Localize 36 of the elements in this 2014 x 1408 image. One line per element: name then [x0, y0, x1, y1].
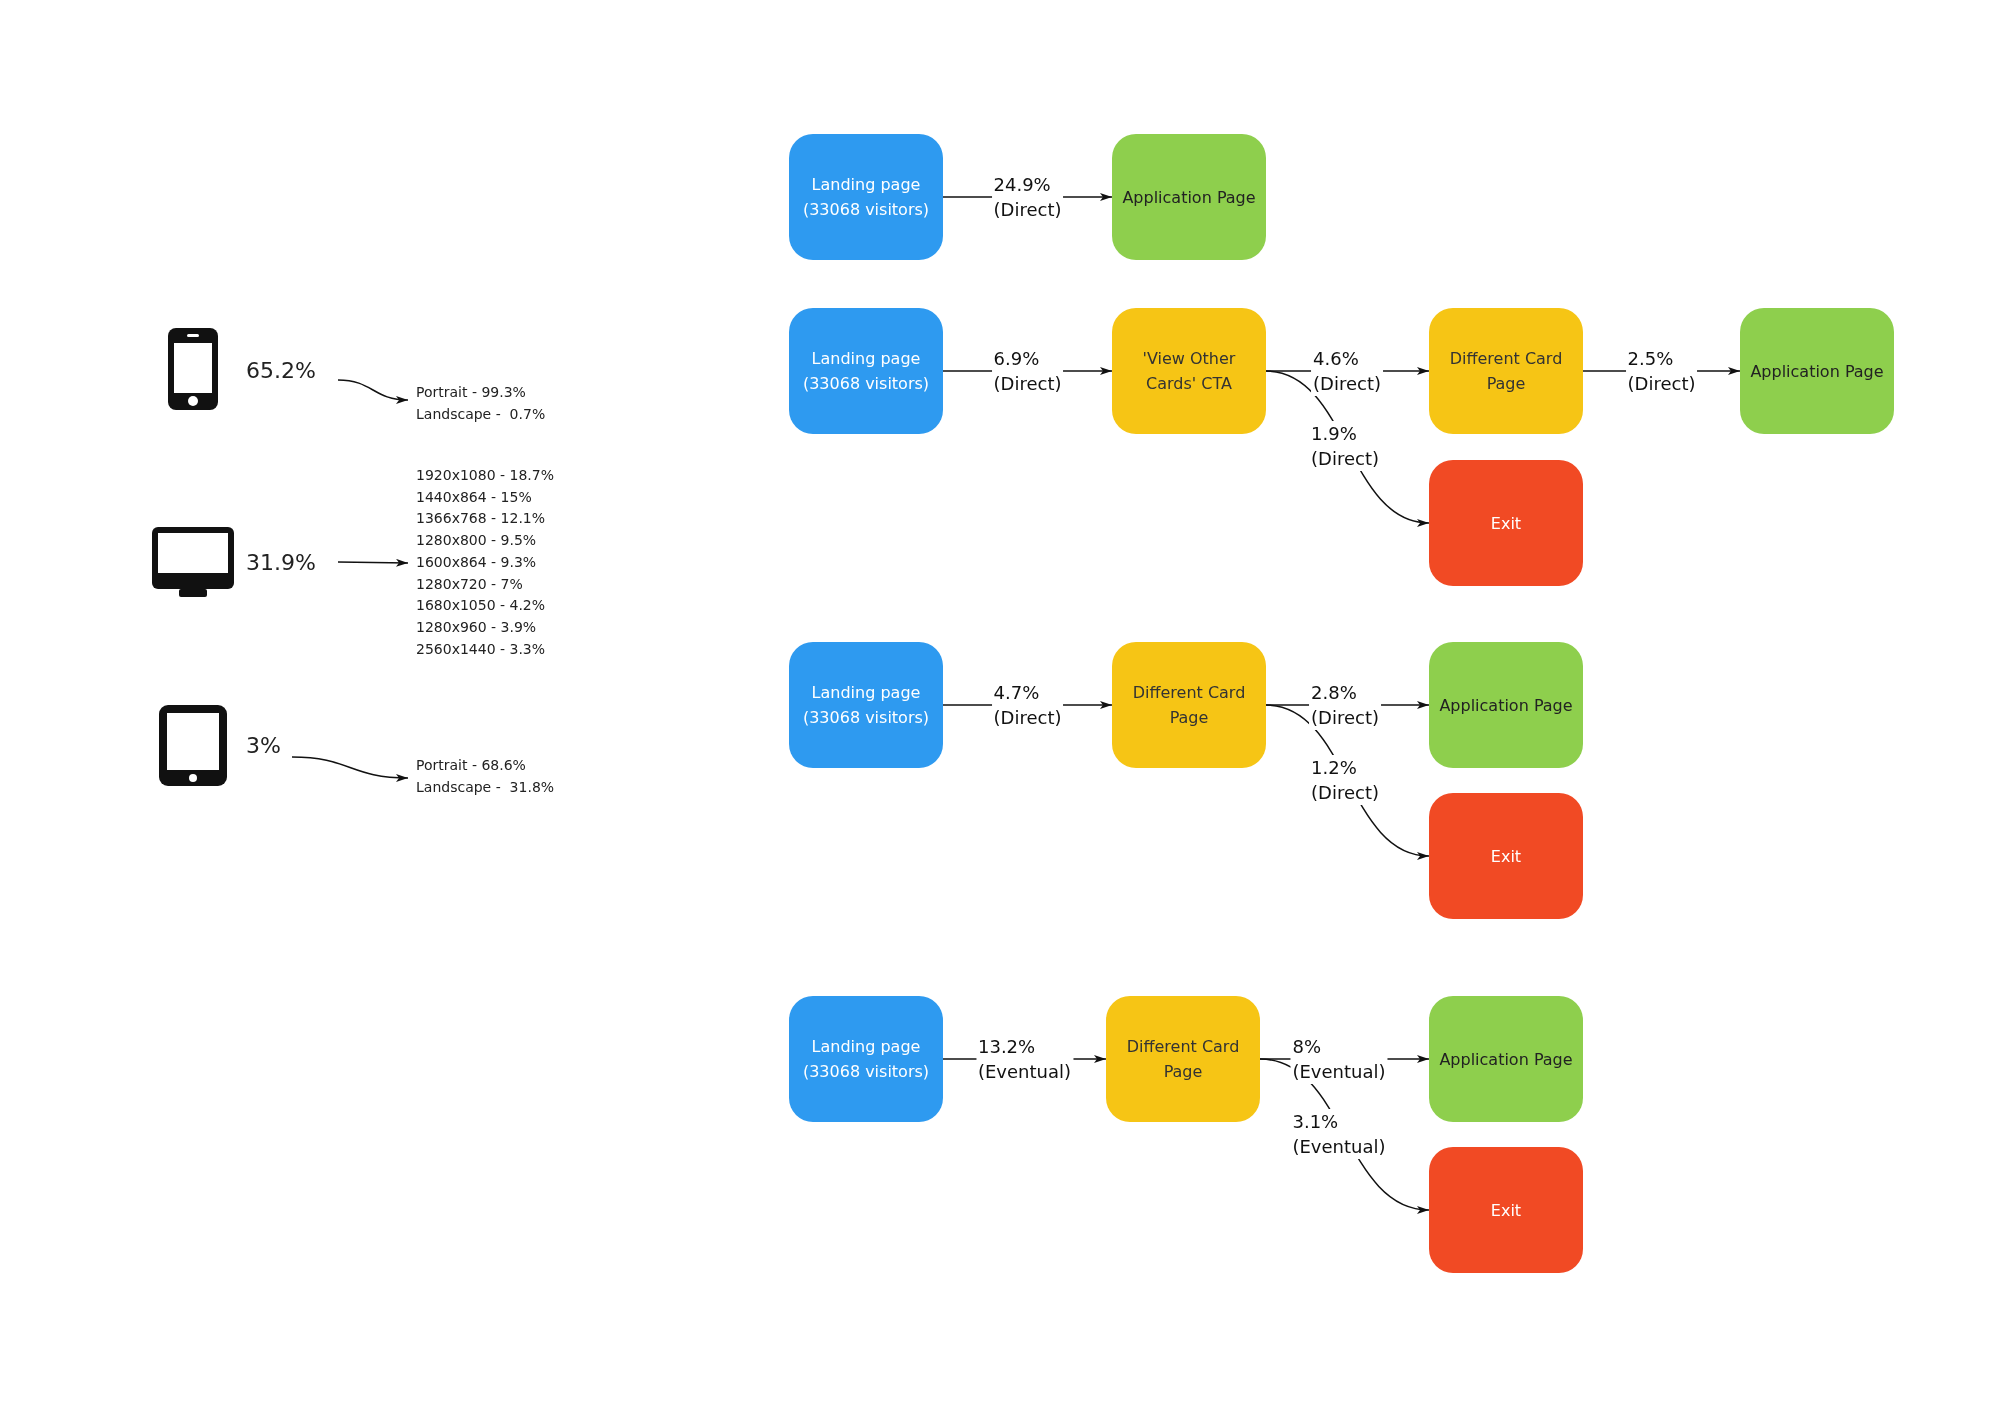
process-box: Application Page: [1429, 642, 1583, 768]
stat-text: Landscape - 0.7%: [416, 404, 547, 424]
stat-text: 2560x1440 - 3.3%: [416, 639, 547, 659]
stat-text: Portrait - 68.6%: [416, 756, 527, 775]
process-box: Application Page: [1740, 308, 1894, 434]
process-box: Landing page (33068 visitors): [789, 134, 943, 260]
stat-text: 1366x768 - 12.1%: [416, 509, 547, 529]
arrow: [337, 558, 409, 567]
stat-text: 1600x864 - 9.3%: [416, 552, 538, 572]
percentage-text: 65.2%: [246, 357, 316, 383]
process-box: Landing page (33068 visitors): [789, 642, 943, 768]
edge-label: 1.9% (Direct): [1309, 421, 1381, 471]
stat-text: 1920x1080 - 18.7%: [416, 466, 555, 485]
process-box: Landing page (33068 visitors): [789, 308, 943, 434]
process-box: Different Card Page: [1106, 996, 1260, 1122]
process-box: Different Card Page: [1112, 642, 1266, 768]
stat-text: 1280x960 - 3.9%: [416, 617, 538, 637]
process-box: Exit: [1429, 793, 1583, 919]
stat-text: Portrait - 99.3%: [416, 383, 527, 402]
stat-text: 1680x1050 - 4.2%: [416, 596, 547, 616]
stat-text: Landscape - 31.8%: [416, 777, 556, 797]
percentage-text: 31.9%: [246, 549, 316, 575]
process-box: Landing page (33068 visitors): [789, 996, 943, 1122]
process-box: Different Card Page: [1429, 308, 1583, 434]
stat-text: 1280x800 - 9.5%: [416, 531, 538, 551]
arrow: [337, 379, 409, 404]
arrow: [291, 756, 409, 782]
process-box: Application Page: [1429, 996, 1583, 1122]
process-box: Exit: [1429, 460, 1583, 586]
process-box: 'View Other Cards' CTA: [1112, 308, 1266, 434]
percentage-text: 3%: [246, 732, 281, 758]
process-box: Exit: [1429, 1147, 1583, 1273]
stat-text: 1280x720 - 7%: [416, 574, 524, 594]
edge-label: 1.2% (Direct): [1309, 755, 1381, 805]
process-box: Application Page: [1112, 134, 1266, 260]
stat-text: 1440x864 - 15%: [416, 487, 533, 507]
